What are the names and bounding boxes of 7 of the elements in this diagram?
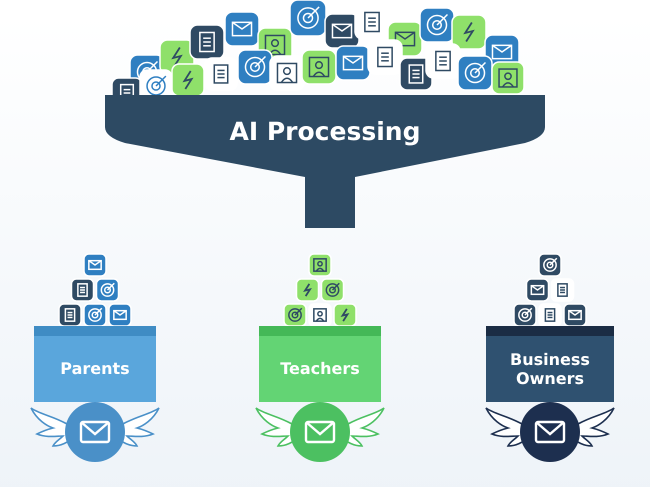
bin [259,326,381,402]
bin-label: Business Owners [509,350,591,388]
bin [34,326,156,402]
funnel-label: AI Processing [228,117,422,146]
bin-label: Parents [60,359,130,379]
bin-label: Teachers [280,359,360,379]
bin [486,326,614,402]
